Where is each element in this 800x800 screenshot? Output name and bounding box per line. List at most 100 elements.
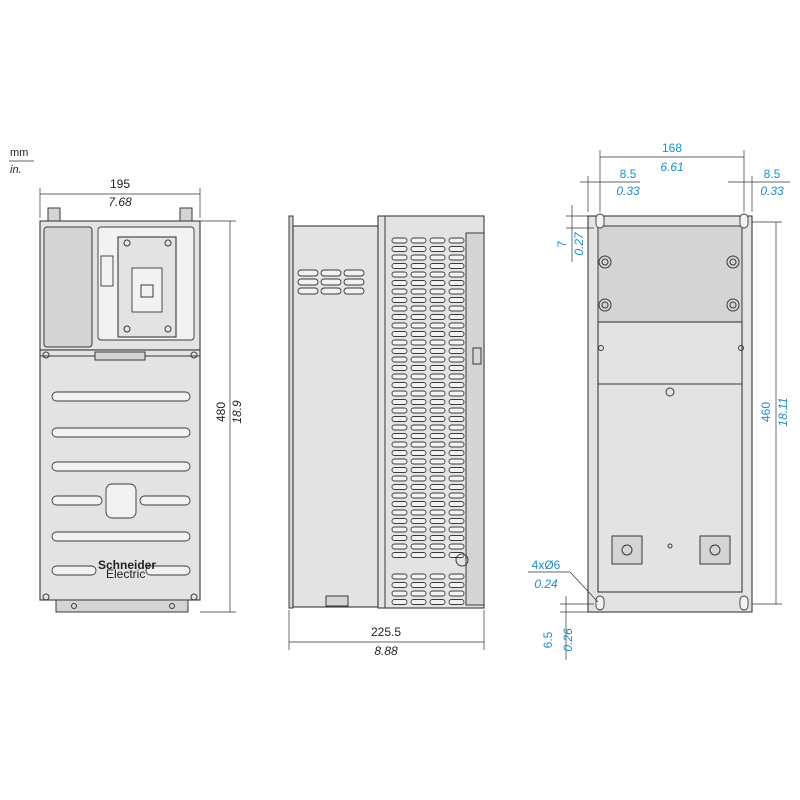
side-view: 225.5 8.88 <box>288 215 485 658</box>
rear-view: 168 6.61 8.5 0.33 8.5 0.33 7 0.27 460 18… <box>528 141 790 660</box>
vent-slot <box>410 297 427 303</box>
rear-height-mm: 460 <box>759 402 773 422</box>
vent-slot <box>410 305 427 312</box>
vent-slot <box>448 407 465 414</box>
vent-slot <box>429 543 446 550</box>
vent-slot <box>429 348 446 354</box>
vent-slot <box>410 543 427 550</box>
side-depth-mm: 225.5 <box>371 625 401 639</box>
vent-slot <box>410 288 427 295</box>
vent-slot <box>448 484 465 490</box>
vent-slot <box>429 382 446 388</box>
vent-slot <box>429 254 446 261</box>
vent-slot <box>429 331 446 337</box>
vent-slot <box>410 552 427 558</box>
vent-slot <box>429 492 446 499</box>
side-vent-cluster <box>297 269 365 295</box>
vent-slot <box>391 407 408 414</box>
unit-mm: mm <box>10 147 28 159</box>
rear-hole-in: 0.24 <box>534 577 558 591</box>
vent-slot <box>391 305 408 312</box>
vent-slot <box>410 348 427 354</box>
vent-slot <box>448 518 465 524</box>
logo-text: Schneider <box>98 558 156 572</box>
vent-slot <box>410 501 427 507</box>
vent-slot <box>391 263 408 269</box>
vent-slot <box>391 450 408 456</box>
front-width-mm: 195 <box>110 177 130 191</box>
vent-slot <box>429 365 446 371</box>
vent-slot <box>391 254 408 261</box>
vent-slot <box>391 492 408 499</box>
vent-slot <box>429 237 446 244</box>
front-height-mm: 480 <box>214 402 228 422</box>
vent-slot <box>410 467 427 473</box>
vent-slot <box>410 373 427 380</box>
vent-slot <box>448 322 465 329</box>
rear-upper-panel <box>597 225 743 323</box>
vent-slot <box>448 416 465 422</box>
vent-slot <box>429 582 446 588</box>
vent-slot <box>429 433 446 439</box>
vent-slot <box>429 450 446 456</box>
vent-slot <box>429 373 446 380</box>
vent-slot <box>448 339 465 346</box>
vent-slot <box>391 399 408 405</box>
vent-slot <box>391 424 408 431</box>
vent-slot <box>410 582 427 588</box>
vent-slot <box>448 246 465 252</box>
vent-slot <box>429 501 446 507</box>
vent-slot <box>448 254 465 261</box>
vent-slot <box>391 582 408 588</box>
vent-slot <box>391 573 408 580</box>
vent-slot <box>391 467 408 473</box>
rear-spacing-in: 6.61 <box>660 160 683 174</box>
vent-slot <box>391 356 408 363</box>
vent-slot <box>429 314 446 320</box>
vent-slot <box>410 382 427 388</box>
front-view: Schneider Electric 195 7.68 480 18.9 <box>39 177 244 613</box>
vent-slot <box>410 441 427 448</box>
vent-slot <box>429 552 446 558</box>
vent-slot <box>410 599 427 605</box>
vent-slot <box>429 416 446 422</box>
vent-slot <box>429 509 446 516</box>
vent-slot <box>391 322 408 329</box>
vent-slot <box>429 288 446 295</box>
rear-right-offset-in: 0.33 <box>760 184 784 198</box>
vent-slot <box>410 390 427 397</box>
vent-slot <box>429 484 446 490</box>
vent-slot <box>391 390 408 397</box>
vent-slot <box>448 599 465 605</box>
vent-slot <box>410 535 427 541</box>
vent-slot <box>391 288 408 295</box>
front-base <box>55 599 189 613</box>
vent-slot <box>391 458 408 465</box>
vent-slot <box>429 271 446 278</box>
vent-slot <box>410 573 427 580</box>
vent-slot <box>410 526 427 533</box>
vent-slot <box>391 509 408 516</box>
vent-slot <box>391 373 408 380</box>
vent-slot <box>429 424 446 431</box>
vent-slot <box>391 552 408 558</box>
vent-slot <box>448 263 465 269</box>
rear-top-offset-in: 0.27 <box>572 231 586 256</box>
vent-slot <box>448 314 465 320</box>
vent-slot <box>429 280 446 286</box>
vent-slot <box>410 237 427 244</box>
rear-left-offset-mm: 8.5 <box>620 167 637 181</box>
vent-slot <box>391 433 408 439</box>
vent-slot <box>410 407 427 414</box>
rear-bottom-right-slot <box>739 595 749 611</box>
vent-slot <box>410 492 427 499</box>
vent-slot <box>429 441 446 448</box>
vent-slot <box>410 254 427 261</box>
vent-slot <box>410 246 427 252</box>
vent-slot <box>429 246 446 252</box>
vent-slot <box>448 573 465 580</box>
vent-slot <box>391 484 408 490</box>
vent-slot <box>429 297 446 303</box>
vent-slot <box>391 297 408 303</box>
vent-slot <box>429 407 446 414</box>
